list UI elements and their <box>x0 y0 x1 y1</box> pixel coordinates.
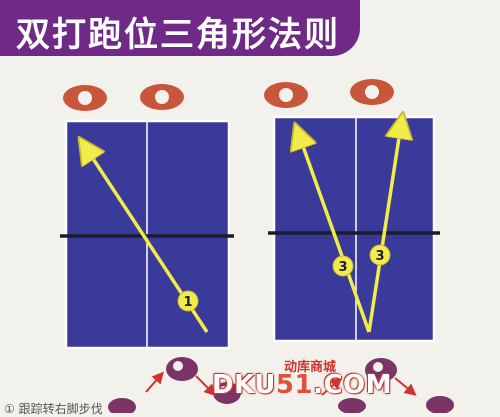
opponent-top-right-2 <box>350 79 394 105</box>
left-table <box>60 119 234 350</box>
movement-arrow-right-b <box>394 377 417 396</box>
movement-arrow-left-a <box>145 371 164 393</box>
caption-text: ① 跟踪转右脚步伐 <box>4 402 103 416</box>
opponent-top-right-1 <box>264 82 308 108</box>
watermark-en-text: DKU51.COM <box>212 370 393 400</box>
step-marker-3b: 3 <box>369 244 391 266</box>
title-banner: 双打跑位三角形法则 <box>0 0 360 56</box>
svg-text:1: 1 <box>183 295 192 310</box>
opponent-top-left-2 <box>140 84 184 110</box>
movement-arrow-right-a <box>321 377 343 396</box>
right-table <box>268 115 440 343</box>
ball-path-arrow-right-b <box>367 125 401 333</box>
step-marker-3a: 3 <box>332 255 354 277</box>
ball-path-arrow-right-a <box>299 135 371 333</box>
player-bottom-left-3 <box>108 398 136 413</box>
page-title: 双打跑位三角形法则 <box>16 15 340 55</box>
movement-arrow-left-b <box>195 375 217 397</box>
player-bottom-right-1 <box>365 358 397 382</box>
opponent-top-left-1 <box>63 85 107 111</box>
watermark-cn-text: 动库商城 <box>284 360 337 375</box>
player-bottom-left-1 <box>166 357 198 381</box>
step-marker-1: 1 <box>177 290 199 312</box>
svg-text:3: 3 <box>338 260 347 275</box>
watermark-logo: 动库商城 DKU51.COM <box>212 356 392 404</box>
player-bottom-left-2 <box>213 382 241 404</box>
player-bottom-right-3 <box>426 396 454 413</box>
player-bottom-right-2 <box>338 398 366 413</box>
svg-text:3: 3 <box>375 249 384 264</box>
